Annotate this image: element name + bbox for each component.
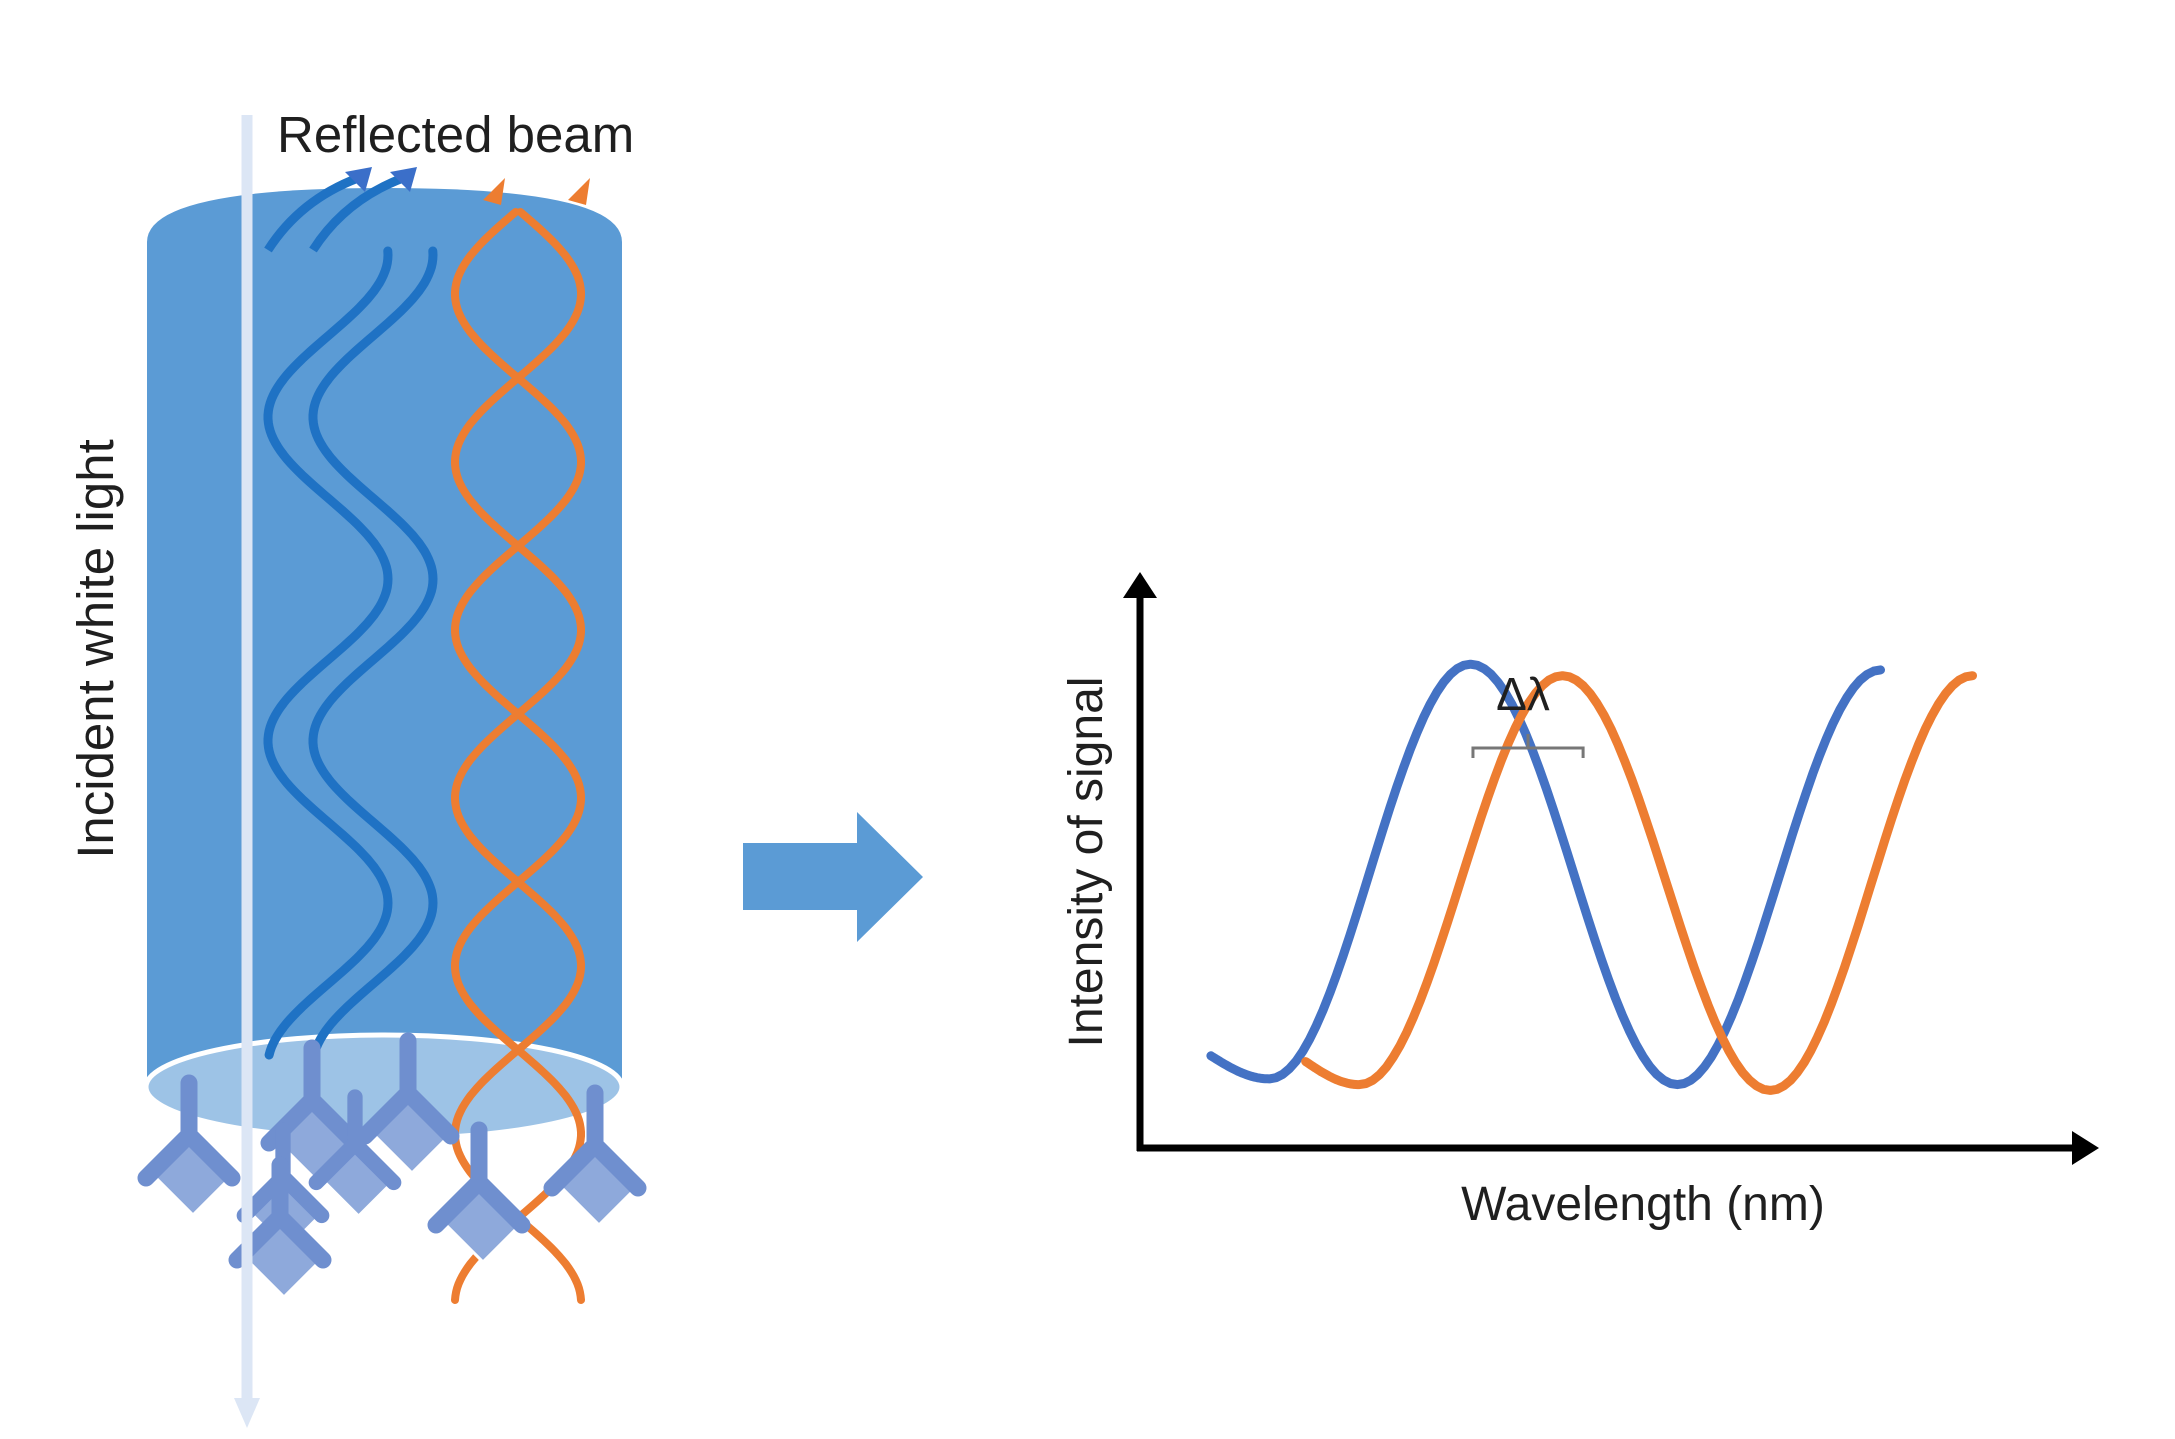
reflected-waves <box>263 167 590 1304</box>
antibody-antigen-complex <box>137 1074 241 1218</box>
spectrum-chart: Δλ Intensity of signal Wavelength (nm) <box>1060 572 2099 1231</box>
blue-wave-arrowhead <box>345 167 372 192</box>
y-axis-label: Intensity of signal <box>1060 677 1113 1048</box>
antibody-antigen-complex <box>308 1089 402 1218</box>
antibody-y-shape <box>308 1089 402 1191</box>
blue-reflected-wave <box>308 246 438 1060</box>
orange-reflected-wave <box>451 208 585 1304</box>
antibody-antigen-complex <box>228 1156 332 1300</box>
blue-wave-tail <box>264 173 360 253</box>
delta-lambda-label: Δλ <box>1496 668 1550 720</box>
antibody-antigen-complex <box>543 1084 647 1228</box>
antibody-antigen-complex <box>356 1032 460 1176</box>
orange-wave-arrowhead <box>568 178 590 205</box>
blue-reflected-wave <box>263 246 393 1060</box>
antibody-y-shape <box>356 1032 460 1145</box>
delta-lambda-bracket-line <box>1471 734 1585 758</box>
delta-lambda-bracket <box>1471 734 1585 758</box>
antibody-y-shape <box>137 1074 241 1187</box>
antibody-antigen-complex <box>427 1121 531 1265</box>
series-line-before <box>1206 659 1885 1090</box>
process-arrow-icon <box>743 812 923 942</box>
blue-wave-arrowhead <box>390 167 417 192</box>
reflected-beam-label: Reflected beam <box>277 106 634 163</box>
y-axis-arrowhead <box>1123 572 1157 598</box>
blue-wave-tail <box>309 173 405 253</box>
incident-light-arrow <box>234 115 260 1428</box>
x-axis-label: Wavelength (nm) <box>1461 1178 1825 1231</box>
antibody-layer <box>137 1032 647 1300</box>
x-axis-arrowhead <box>2072 1131 2099 1165</box>
incident-beam-arrowhead <box>234 1398 260 1428</box>
orange-wave-arrowhead <box>483 178 505 205</box>
antibody-y-shape <box>543 1084 647 1197</box>
series-layer <box>1206 659 1977 1095</box>
orange-reflected-wave <box>451 208 585 1304</box>
incident-light-label: Incident white light <box>67 439 124 859</box>
series-line-after <box>1301 671 1977 1095</box>
antibody-y-shape <box>427 1121 531 1234</box>
